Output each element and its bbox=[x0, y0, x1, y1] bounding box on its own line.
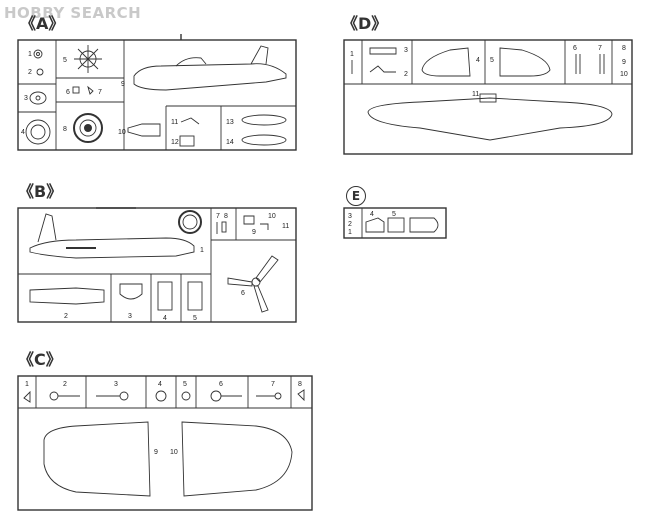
part-number: 1 bbox=[200, 247, 204, 254]
sprue-a: 1 2 3 4 5 6 7 8 9 10 11 12 13 14 bbox=[17, 34, 297, 151]
section-c-label: 《C》 bbox=[18, 350, 62, 369]
part-number: 1 bbox=[348, 229, 352, 236]
part-number: 1 bbox=[28, 51, 32, 58]
part-number: 3 bbox=[404, 47, 408, 54]
part-number: 11 bbox=[472, 91, 479, 98]
part-number: 7 bbox=[271, 381, 275, 388]
part-number: 3 bbox=[114, 381, 118, 388]
part-number: 1 bbox=[25, 381, 29, 388]
part-number: 9 bbox=[154, 449, 158, 456]
part-number: 9 bbox=[252, 229, 256, 236]
part-number: 9 bbox=[121, 81, 125, 88]
part-number: 5 bbox=[63, 57, 67, 64]
wing-left bbox=[43, 421, 151, 497]
part-number: 4 bbox=[476, 57, 480, 64]
section-a-label: 《A》 bbox=[20, 14, 65, 33]
engine-starburst-icon bbox=[74, 45, 102, 73]
part-number: 5 bbox=[193, 315, 197, 322]
sprue-c: 1 2 3 4 5 6 7 8 9 10 bbox=[17, 375, 313, 511]
part-number: 6 bbox=[241, 290, 245, 297]
part-number: 6 bbox=[219, 381, 223, 388]
part-number: 4 bbox=[163, 315, 167, 322]
section-d-label: 《D》 bbox=[342, 14, 388, 33]
part-number: 10 bbox=[170, 449, 178, 456]
part-number: 3 bbox=[128, 313, 132, 320]
part-number: 5 bbox=[392, 211, 396, 218]
fuselage-half-a bbox=[133, 45, 287, 91]
part-number: 3 bbox=[24, 95, 28, 102]
part-number: 10 bbox=[620, 71, 628, 78]
part-number: 2 bbox=[348, 221, 352, 228]
sprue-d: 1 3 2 4 5 6 7 8 9 10 11 bbox=[343, 39, 633, 155]
part-number: 4 bbox=[370, 211, 374, 218]
part-number: 7 bbox=[216, 213, 220, 220]
section-e-label: E bbox=[346, 186, 366, 206]
sprue-e: 3 2 1 4 5 bbox=[343, 207, 447, 239]
propeller-icon bbox=[227, 255, 279, 313]
section-b-label: 《B》 bbox=[18, 182, 63, 201]
part-number: 10 bbox=[268, 213, 276, 220]
part-number: 7 bbox=[98, 89, 102, 96]
part-number: 14 bbox=[226, 139, 234, 146]
lower-wing bbox=[367, 93, 613, 141]
fuselage-half-b bbox=[29, 213, 195, 259]
part-number: 5 bbox=[490, 57, 494, 64]
part-number: 8 bbox=[622, 45, 626, 52]
part-number: 8 bbox=[298, 381, 302, 388]
part-number: 5 bbox=[183, 381, 187, 388]
part-number: 11 bbox=[171, 119, 178, 126]
engine-cylinder-icon bbox=[73, 113, 103, 143]
part-number: 13 bbox=[226, 119, 234, 126]
part-number: 6 bbox=[573, 45, 577, 52]
part-number: 2 bbox=[64, 313, 68, 320]
part-number: 8 bbox=[224, 213, 228, 220]
part-number: 7 bbox=[598, 45, 602, 52]
part-number: 11 bbox=[282, 223, 289, 230]
part-number: 2 bbox=[63, 381, 67, 388]
part-number: 4 bbox=[21, 129, 25, 136]
part-number: 4 bbox=[158, 381, 162, 388]
part-number: 2 bbox=[404, 71, 408, 78]
part-number: 2 bbox=[28, 69, 32, 76]
part-number: 12 bbox=[171, 139, 179, 146]
wing-right bbox=[181, 421, 293, 497]
sprue-b: 1 2 3 4 5 6 7 8 9 10 11 bbox=[17, 207, 297, 323]
part-number: 9 bbox=[622, 59, 626, 66]
part-number: 1 bbox=[350, 51, 354, 58]
part-number: 3 bbox=[348, 213, 352, 220]
part-number: 6 bbox=[66, 89, 70, 96]
part-number: 8 bbox=[63, 126, 67, 133]
part-number: 10 bbox=[118, 129, 126, 136]
hobby-search-logo: HOBBY SEARCH bbox=[4, 4, 142, 22]
